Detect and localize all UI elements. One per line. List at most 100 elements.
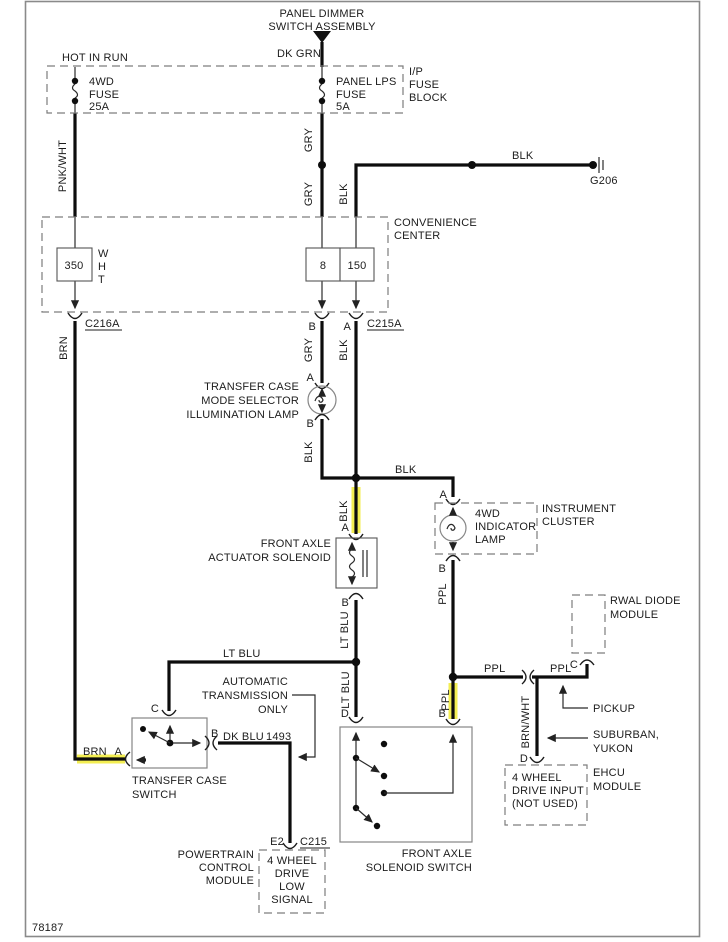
c216a-label: C216A <box>85 318 120 330</box>
cluster-terminal-a: A <box>439 489 447 501</box>
panel-dimmer-line2: SWITCH ASSEMBLY <box>268 21 376 33</box>
tcs-terminal-a: A <box>114 746 122 758</box>
cluster-title1: INSTRUMENT <box>542 503 616 515</box>
front-axle-solenoid-switch: D B FRONT AXLE SOLENOID SWITCH <box>339 708 473 874</box>
page-border <box>24 0 701 938</box>
convenience-center: CONVENIENCE CENTER 350 W H T 8 150 <box>41 216 477 313</box>
panel-dimmer-line1: PANEL DIMMER <box>280 8 365 20</box>
illumination-lamp: TRANSFER CASE MODE SELECTOR ILLUMINATION… <box>186 372 337 430</box>
fuse-8-label: 8 <box>320 260 326 272</box>
junction-dots <box>318 161 597 682</box>
pcm-signal2: DRIVE <box>275 868 310 880</box>
fuse-4wd-label3: 25A <box>89 101 110 113</box>
instrument-cluster: A INSTRUMENT CLUSTER 4WD INDICATOR LAMP … <box>434 489 616 575</box>
tcs-line1: TRANSFER CASE <box>132 775 227 787</box>
ehcu-input3: (NOT USED) <box>512 798 578 810</box>
powertrain-control-module: E2 C215 4 WHEEL DRIVE LOW SIGNAL POWERTR… <box>178 836 330 914</box>
ground-symbol: G206 <box>590 157 618 187</box>
pcm-line1: POWERTRAIN <box>178 849 254 861</box>
fuse-4wd-label2: FUSE <box>89 89 119 101</box>
rwal-diode-module: RWAL DIODE MODULE C <box>570 594 681 671</box>
wire-label-blk-4: BLK <box>395 464 417 476</box>
wire-label-blk-1: BLK <box>338 183 350 205</box>
wire-label-gry-3: GRY <box>303 337 315 362</box>
hot-in-run-label: HOT IN RUN <box>62 52 128 64</box>
c215a-label: C215A <box>367 318 402 330</box>
wire-label-blk-3: BLK <box>303 441 315 463</box>
fuse-lps-label1: PANEL LPS <box>336 76 397 88</box>
tcs-terminal-b: B <box>211 728 219 740</box>
diagram-number: 78187 <box>32 922 64 934</box>
wire-label-blk-top: BLK <box>512 150 534 162</box>
wire-label-brn-v: BRN <box>58 336 70 360</box>
tcs-line2: SWITCH <box>132 789 177 801</box>
breaker-350-label: 350 <box>65 260 84 272</box>
wire-label-ltblu-3: LT BLU <box>340 671 352 708</box>
wire-label-blk-2: BLK <box>338 339 350 361</box>
cc-title2: CENTER <box>394 230 440 242</box>
transfer-case-switch: C A BRN B DK BLU 1493 TRANSFER CASE SWIT… <box>83 703 291 801</box>
yukon-label: YUKON <box>593 743 633 755</box>
cluster-lamp-line2: INDICATOR <box>475 521 536 533</box>
pickup-label: PICKUP <box>593 703 635 715</box>
solenoid-line2: ACTUATOR SOLENOID <box>208 552 331 564</box>
fuse-150 <box>339 247 375 282</box>
wire-label-dkgrn: DK GRN <box>277 48 321 60</box>
callout-pickup: PICKUP <box>558 684 635 715</box>
wire-label-ppl-1: PPL <box>437 583 449 604</box>
cluster-title2: CLUSTER <box>542 516 595 528</box>
fuse-lps-label2: FUSE <box>336 89 366 101</box>
rwal-terminal-c: C <box>570 659 578 671</box>
pcm-signal1: 4 WHEEL <box>267 855 317 867</box>
wire-label-gry-1: GRY <box>303 127 315 152</box>
fuse-4wd-25a: 4WD FUSE 25A <box>71 76 119 113</box>
breaker-h: H <box>98 261 106 273</box>
wires <box>70 42 593 843</box>
wire-label-ltblu-2: LT BLU <box>223 648 260 660</box>
solenoid-terminal-a: A <box>341 522 349 534</box>
wire-label-brn-h: BRN <box>83 746 107 758</box>
breaker-w: W <box>98 248 109 260</box>
illum-lamp-terminal-a: A <box>306 372 314 384</box>
ehcu-line2: MODULE <box>593 781 641 793</box>
fuse-panel-lps-5a: PANEL LPS FUSE 5A <box>318 76 397 113</box>
fuse-lps-label3: 5A <box>336 101 350 113</box>
fass-terminal-d: D <box>341 708 349 720</box>
wire-label-gry-2: GRY <box>303 181 315 206</box>
wire-label-ppl-3: PPL <box>550 663 571 675</box>
illum-lamp-line1: TRANSFER CASE <box>204 381 299 393</box>
solenoid-line1: FRONT AXLE <box>261 538 331 550</box>
fuse-150-label: 150 <box>348 260 367 272</box>
ground-label: G206 <box>590 175 618 187</box>
cluster-terminal-b: B <box>438 563 446 575</box>
wire-label-brnwht: BRN/WHT <box>520 696 532 749</box>
fass-terminal-b: B <box>438 708 446 720</box>
rwal-line1: RWAL DIODE <box>610 595 681 607</box>
illum-lamp-line3: ILLUMINATION LAMP <box>186 409 299 421</box>
pcm-line2: CONTROL <box>199 862 254 874</box>
pcm-terminal-e2: E2 <box>270 836 284 848</box>
solenoid-terminal-b: B <box>341 597 349 609</box>
cluster-lamp-line1: 4WD <box>475 508 500 520</box>
ehcu-module: D 4 WHEEL DRIVE INPUT (NOT USED) EHCU MO… <box>504 753 641 826</box>
off-page-triangle-icon <box>313 31 331 43</box>
wire-label-pnkwht: PNK/WHT <box>57 140 69 192</box>
cc-title1: CONVENIENCE <box>394 217 477 229</box>
fass-line1: FRONT AXLE <box>402 848 472 860</box>
connector-c215a: B A C215A <box>308 312 404 333</box>
indicator-lamp-symbol <box>439 514 467 542</box>
circuit-breaker-350 <box>56 247 93 282</box>
wire-label-ltblu-1: LT BLU <box>339 611 351 648</box>
auto-line1: AUTOMATIC <box>222 676 288 688</box>
fass-line2: SOLENOID SWITCH <box>366 862 472 874</box>
wire-label-ppl-4: PPL <box>440 689 452 710</box>
auto-transmission-note: AUTOMATIC TRANSMISSION ONLY <box>202 676 316 762</box>
auto-line3: ONLY <box>258 704 288 716</box>
fuse-4wd-label1: 4WD <box>89 76 114 88</box>
auto-line2: TRANSMISSION <box>202 690 288 702</box>
pcm-signal3: LOW <box>279 881 305 893</box>
tcs-terminal-c: C <box>151 703 159 715</box>
fuse-block-title3: BLOCK <box>409 92 448 104</box>
